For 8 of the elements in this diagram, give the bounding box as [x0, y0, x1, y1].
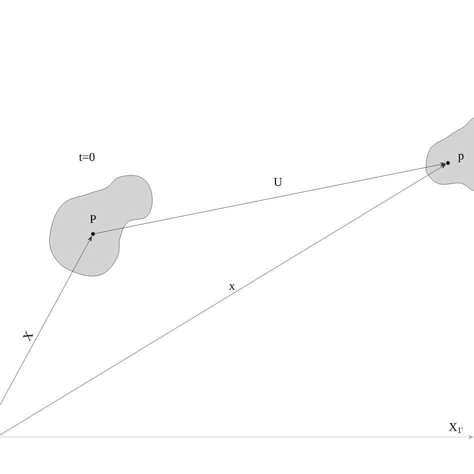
vector-label: X	[21, 328, 35, 344]
vector-arrow	[0, 236, 92, 406]
vector-arrow	[94, 162, 446, 234]
time-label: t=0	[79, 152, 95, 162]
axis-label: X$_{1'}$	[448, 423, 462, 433]
vector-label: U	[272, 177, 284, 187]
vector-label: x	[228, 283, 236, 291]
vector-arrow	[0, 164, 446, 436]
